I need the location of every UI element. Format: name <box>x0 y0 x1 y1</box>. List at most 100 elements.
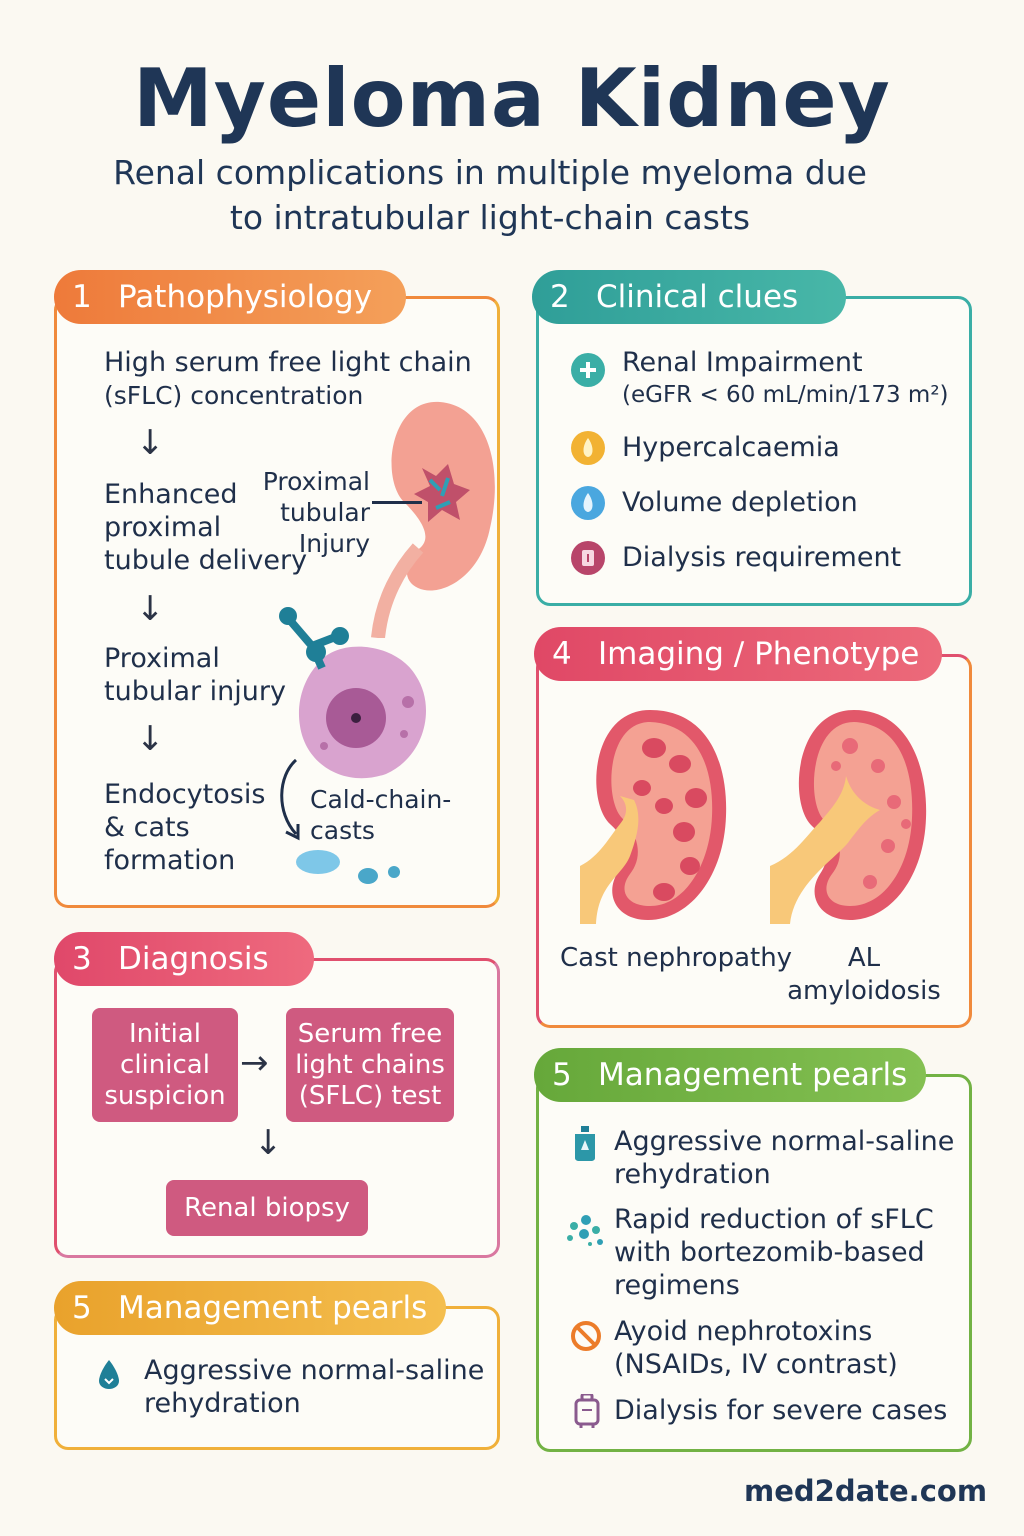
prohibited-icon <box>571 1321 601 1351</box>
dbox-line: (SFLC) test <box>298 1080 442 1111</box>
management-left-item: Aggressive normal-saline rehydration <box>144 1354 484 1420</box>
dbox-line: Initial <box>129 1018 201 1049</box>
kidney-illustration-icon <box>371 401 495 638</box>
section-heading-label: Management pearls <box>118 1290 428 1326</box>
item-line: with bortezomib-based <box>614 1237 925 1268</box>
down-arrow-icon: ↓ <box>254 1123 283 1163</box>
right-arrow-icon: → <box>240 1043 269 1083</box>
plus-icon <box>571 353 605 387</box>
cast-label: Cald-chain- casts <box>310 784 451 846</box>
patho-step-4: Endocytosis & cats formation <box>104 778 265 877</box>
clue-dialysis-requirement: Dialysis requirement <box>622 542 902 573</box>
al-amyloidosis-kidney-icon <box>770 710 927 924</box>
item-line: (NSAIDs, IV contrast) <box>614 1349 898 1380</box>
section-number: 1 <box>72 279 92 315</box>
down-arrow-icon: ↓ <box>136 589 165 629</box>
clue-hypercalcaemia: Hypercalcaemia <box>622 432 840 463</box>
item-line: Aggressive normal-saline <box>614 1126 955 1157</box>
management-item-sflc-reduction: Rapid reduction of sFLC with bortezomib-… <box>614 1203 934 1302</box>
cast-nephropathy-kidney-icon <box>580 710 727 924</box>
dbox-line: suspicion <box>104 1080 226 1111</box>
section-heading-label: Pathophysiology <box>118 279 373 315</box>
page-subtitle: Renal complications in multiple myeloma … <box>0 150 980 240</box>
section-heading-label: Management pearls <box>598 1057 908 1093</box>
dbox-line: Serum free <box>297 1018 443 1049</box>
item-line: Rapid reduction of sFLC <box>614 1204 934 1235</box>
diagnosis-heading: 3 Diagnosis <box>54 932 314 986</box>
water-drop-icon <box>571 486 605 520</box>
patho-step-4-line-1: Endocytosis <box>104 779 266 810</box>
subtitle-line-1: Renal complications in multiple myeloma … <box>113 153 867 192</box>
diagnosis-step-renal-biopsy: Renal biopsy <box>166 1180 368 1236</box>
patho-step-4-line-2: & cats <box>104 812 190 843</box>
item-line: Aggressive normal-saline <box>144 1355 485 1386</box>
kidney-label-line-2: tubular <box>280 498 370 527</box>
down-arrow-icon: ↓ <box>136 423 165 463</box>
patho-step-1: High serum free light chain (sFLC) conce… <box>104 346 472 412</box>
management-right-card <box>536 1074 972 1452</box>
kidney-label-leader-line <box>372 501 422 504</box>
imaging-heading: 4 Imaging / Phenotype <box>534 627 942 681</box>
clinical-clues-heading: 2 Clinical clues <box>532 270 846 324</box>
al-label-line-1: AL <box>847 943 881 973</box>
item-line: regimens <box>614 1270 740 1301</box>
clinical-clues-card <box>536 296 972 606</box>
patho-step-2: Enhanced proximal tubule delivery <box>104 478 307 577</box>
calcium-drop-icon <box>571 431 605 465</box>
section-heading-label: Imaging / Phenotype <box>598 636 920 672</box>
patho-step-2-line-2: proximal <box>104 512 222 543</box>
management-right-heading: 5 Management pearls <box>534 1048 926 1102</box>
dbox-line: light chains <box>295 1049 445 1080</box>
footer-site-link[interactable]: med2date.com <box>744 1474 988 1508</box>
saline-bag-icon <box>575 1126 595 1161</box>
management-left-heading: 5 Management pearls <box>54 1281 446 1335</box>
section-number: 3 <box>72 941 92 977</box>
pathophysiology-heading: 1 Pathophysiology <box>54 270 406 324</box>
section-number: 5 <box>72 1290 92 1326</box>
page-title: Myeloma Kidney <box>133 52 891 145</box>
dialysis-icon <box>571 541 605 575</box>
molecules-icon <box>567 1215 603 1246</box>
al-amyloidosis-label: AL amyloidosis <box>784 942 944 1008</box>
clue-label: Renal Impairment <box>622 347 863 378</box>
cast-label-line-2: casts <box>310 816 375 845</box>
clue-renal-impairment: Renal Impairment (eGFR < 60 mL/min/173 m… <box>622 346 949 412</box>
section-number: 2 <box>550 279 570 315</box>
kidney-injury-label: Proximal tubular Injury <box>258 466 370 559</box>
section-heading-label: Diagnosis <box>118 941 269 977</box>
item-line: rehydration <box>614 1159 771 1190</box>
kidney-label-line-3: Injury <box>298 529 370 558</box>
patho-step-3-line-2: tubular injury <box>104 676 286 707</box>
dialysis-machine-icon <box>574 1394 600 1428</box>
cast-label-line-1: Cald-chain- <box>310 785 452 814</box>
patho-step-3: Proximal tubular injury <box>104 642 286 708</box>
section-heading-label: Clinical clues <box>596 279 799 315</box>
curved-arrow-icon <box>280 758 300 841</box>
al-label-line-2: amyloidosis <box>787 976 941 1006</box>
pathophysiology-card <box>54 296 500 908</box>
management-item-avoid-nephrotoxins: Ayoid nephrotoxins (NSAIDs, IV contrast) <box>614 1315 898 1381</box>
item-line: rehydration <box>144 1388 301 1419</box>
patho-step-1-line-2: (sFLC) concentration <box>104 381 364 410</box>
patho-step-2-line-1: Enhanced <box>104 479 238 510</box>
dbox-line: clinical <box>120 1049 210 1080</box>
patho-step-2-line-3: tubule delivery <box>104 545 308 576</box>
management-item-dialysis: Dialysis for severe cases <box>614 1395 948 1426</box>
section-number: 5 <box>552 1057 572 1093</box>
light-chain-casts-icon <box>296 850 400 884</box>
cast-nephropathy-label: Cast nephropathy <box>560 943 793 973</box>
clue-volume-depletion: Volume depletion <box>622 487 858 518</box>
clue-sublabel: (eGFR < 60 mL/min/173 m²) <box>622 382 949 408</box>
item-line: Ayoid nephrotoxins <box>614 1316 873 1347</box>
down-arrow-icon: ↓ <box>136 719 165 759</box>
diagnosis-step-sflc-test: Serum free light chains (SFLC) test <box>286 1008 454 1122</box>
diagnosis-step-clinical-suspicion: Initial clinical suspicion <box>92 1008 238 1122</box>
patho-step-1-line-1: High serum free light chain <box>104 347 472 378</box>
section-number: 4 <box>552 636 572 672</box>
saline-drop-icon <box>99 1360 119 1389</box>
kidney-label-line-1: Proximal <box>262 467 370 496</box>
subtitle-line-2: to intratubular light-chain casts <box>229 198 751 237</box>
management-item-rehydration: Aggressive normal-saline rehydration <box>614 1125 954 1191</box>
patho-step-3-line-1: Proximal <box>104 643 220 674</box>
plasma-cell-icon <box>279 607 426 779</box>
